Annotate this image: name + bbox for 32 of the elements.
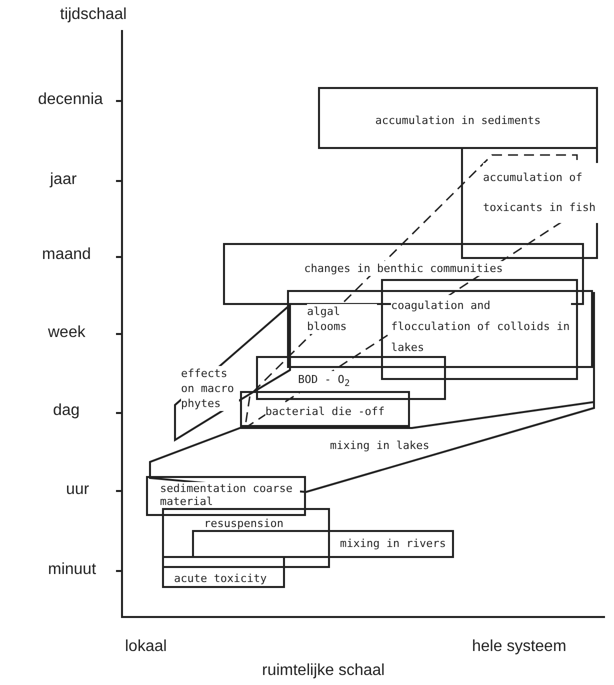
axis-tick-label: minuut xyxy=(48,561,96,579)
process-box xyxy=(256,356,446,400)
axis-tick-label: dag xyxy=(53,402,80,420)
process-label: sedimentation coarse material xyxy=(160,482,300,508)
axis-tick-label: maand xyxy=(42,246,91,264)
axis-title: ruimtelijke schaal xyxy=(262,662,385,680)
axis-tick-label: lokaal xyxy=(125,638,167,656)
process-label: algal blooms xyxy=(307,304,377,334)
process-box xyxy=(146,476,306,516)
process-label: bacterial die -off xyxy=(265,404,385,419)
process-label: mixing in lakes xyxy=(330,438,430,453)
axis-tick-label: jaar xyxy=(50,171,77,189)
process-label: effects on macro phytes xyxy=(181,366,239,411)
process-box xyxy=(287,290,593,368)
axis-tick-label: hele systeem xyxy=(472,638,566,656)
axis-tick-label: uur xyxy=(66,481,90,499)
process-box xyxy=(192,530,454,558)
process-label: acute toxicity xyxy=(174,571,267,586)
process-label: mixing in rivers xyxy=(340,536,446,551)
process-box xyxy=(162,508,330,568)
process-label: changes in benthic communities xyxy=(304,261,503,276)
process-label: accumulation of toxicants in fish xyxy=(483,163,598,223)
process-label: BOD - O$_{2}$ xyxy=(298,371,350,392)
process-box xyxy=(318,87,598,149)
axis-title: tijdschaal xyxy=(60,6,127,24)
process-box xyxy=(381,279,578,380)
axis-tick-label: decennia xyxy=(38,91,103,109)
axis-tick-label: week xyxy=(48,324,86,342)
process-label: resuspension xyxy=(204,518,284,530)
process-box xyxy=(162,556,285,588)
process-box xyxy=(240,391,410,427)
process-box xyxy=(461,147,598,259)
